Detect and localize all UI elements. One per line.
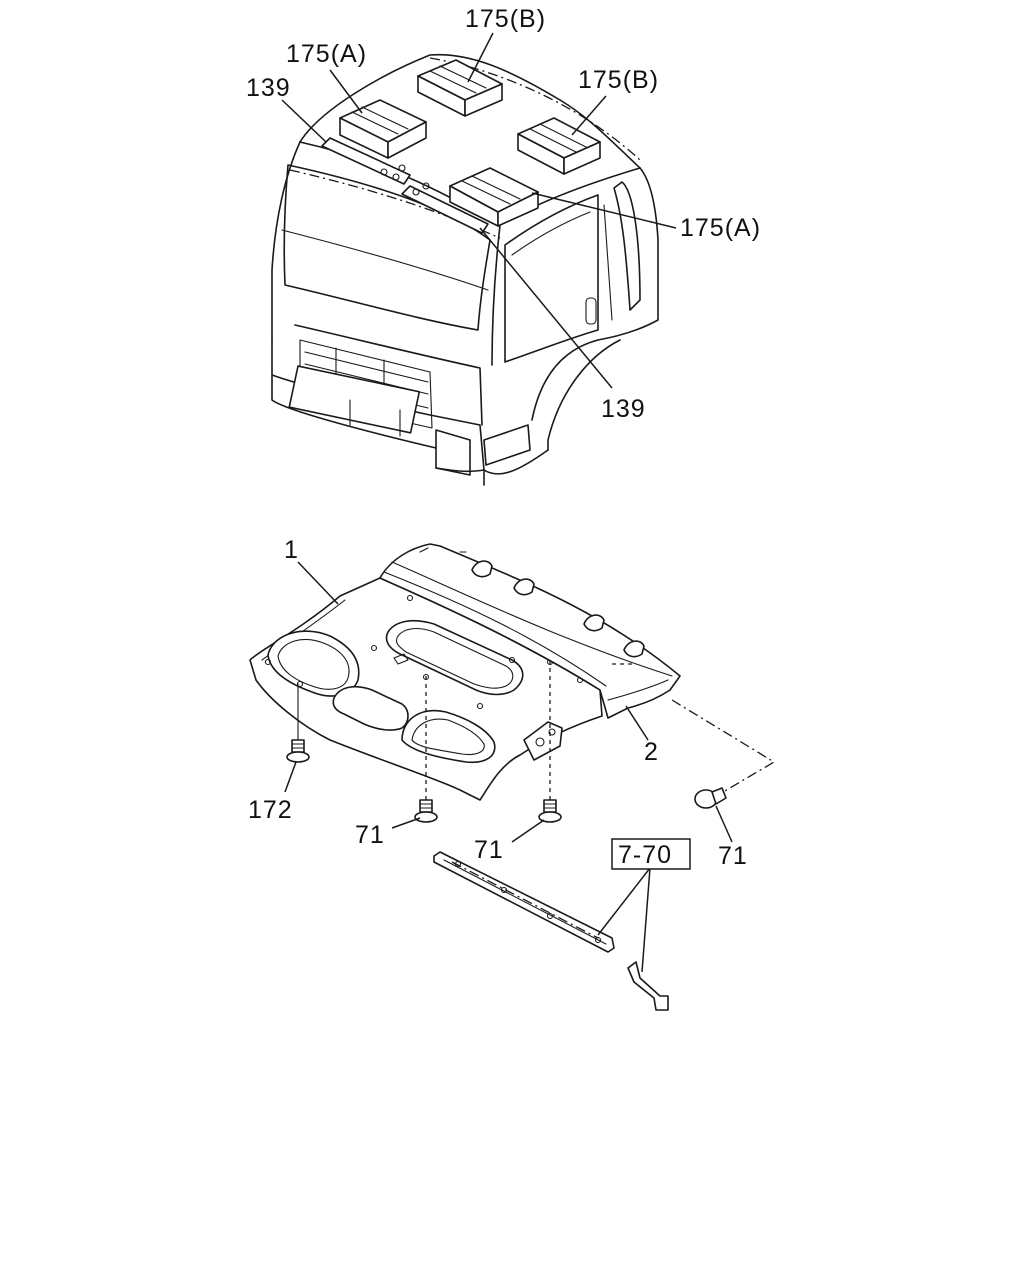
roof-pad-175a-left: [339, 99, 427, 159]
leader-175a-left: [329, 69, 363, 114]
headliner-panel-1: [249, 577, 603, 801]
label-139-left: 139: [246, 74, 291, 102]
leader-71-right: [715, 805, 733, 843]
leader-175b-right: [571, 95, 607, 136]
leader-71-mid: [511, 819, 545, 843]
leader-1: [297, 561, 339, 605]
leader-175b-center: [467, 32, 494, 83]
headliner-panel-2: [379, 543, 681, 719]
leader-175a-right: [531, 192, 677, 229]
roof-pad-175b-center: [417, 59, 503, 117]
label-172: 172: [248, 796, 293, 824]
seal-strip-139-left: [321, 137, 411, 185]
seal-strip-139-right: [401, 182, 489, 234]
leader-139-left: [281, 99, 327, 143]
label-1: 1: [284, 536, 299, 564]
screw-71-mid: [538, 799, 562, 823]
label-175b-center: 175(B): [465, 5, 546, 33]
label-2: 2: [644, 738, 659, 766]
label-175b-right: 175(B): [578, 66, 659, 94]
label-175a-right: 175(A): [680, 214, 761, 242]
roof-pad-175b-right: [517, 117, 601, 175]
label-71-left: 71: [355, 821, 385, 849]
label-175a-left: 175(A): [286, 40, 367, 68]
leader-2: [625, 705, 649, 741]
label-139-bottom: 139: [601, 395, 646, 423]
label-71-right: 71: [718, 842, 748, 870]
roof-pad-175a-right: [449, 167, 539, 227]
headliner-assembly: [249, 543, 776, 1011]
label-7-70: 7-70: [618, 841, 672, 869]
leader-7-70-bracket: [641, 867, 651, 973]
label-box-7-70: [611, 838, 691, 870]
clip-71-right: [694, 787, 727, 809]
truck-cab-illustration: [271, 32, 677, 486]
screw-172: [286, 739, 310, 763]
leader-172: [284, 761, 297, 793]
dash-line-71-right: [671, 699, 776, 796]
label-71-mid: 71: [474, 836, 504, 864]
leader-139-bottom: [479, 227, 613, 389]
screw-71-left: [414, 799, 438, 823]
leader-71-left: [391, 817, 421, 829]
rail-7-70: [433, 851, 669, 1011]
leader-7-70-rail: [597, 867, 651, 936]
